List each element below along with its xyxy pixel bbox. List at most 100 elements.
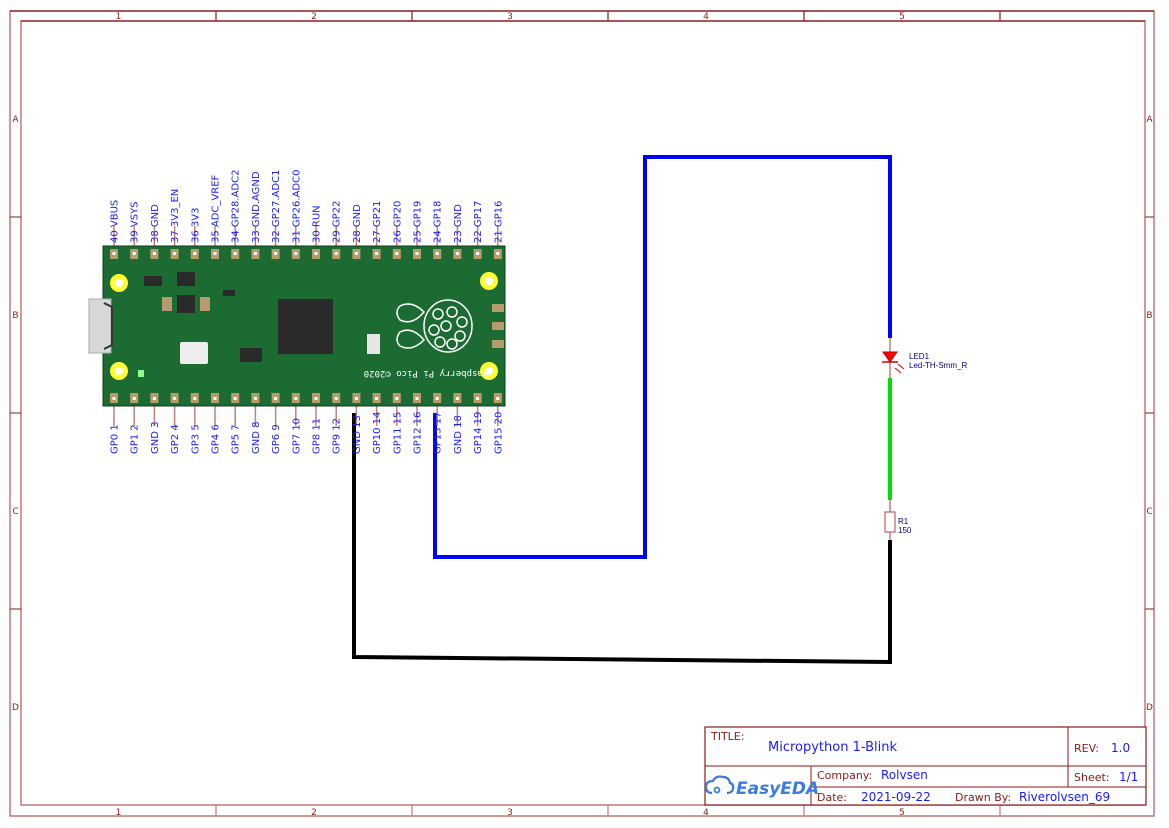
pin-label-top[interactable]: 30 RUN	[312, 205, 323, 243]
row-label-left: B	[12, 311, 18, 321]
row-label-right: D	[1146, 703, 1153, 713]
logo-text: EasyEDA	[736, 779, 819, 799]
row-label-left: A	[12, 115, 19, 125]
usb-connector	[88, 298, 112, 354]
pin-label-top[interactable]: 25 GP19	[413, 201, 424, 243]
pin-label-top[interactable]: 23 GND	[453, 204, 464, 243]
led-symbol-icon	[882, 351, 898, 363]
debug-pad	[492, 340, 504, 348]
pin-label-bottom[interactable]: GP4 6	[211, 424, 222, 454]
board-silkscreen: Raspberry Pi Pico ©2020	[364, 368, 489, 378]
pin-label-bottom[interactable]: GP15 20	[493, 412, 504, 454]
column-label-top: 1	[116, 12, 122, 22]
bootsel-button	[180, 342, 208, 364]
sheet-label: Sheet:	[1074, 771, 1110, 784]
easyeda-logo: EasyEDA	[704, 775, 819, 799]
title-label: TITLE:	[710, 730, 744, 743]
raspberry-logo-icon	[396, 299, 473, 353]
pin-label-top[interactable]: 31 GP26.ADC0	[291, 170, 302, 243]
led-designator: LED1	[909, 352, 930, 361]
pin-label-bottom[interactable]: GP11 15	[392, 412, 403, 454]
row-label-right: A	[1146, 115, 1153, 125]
pin-label-bottom[interactable]: GP14 19	[473, 412, 484, 454]
usb-shape-icon	[103, 302, 113, 350]
column-label-top: 4	[703, 12, 709, 22]
pin-label-top[interactable]: 29 GP22	[332, 201, 343, 243]
resistor-body-icon	[884, 511, 896, 533]
chip	[223, 290, 235, 296]
pin-label-top[interactable]: 39 VSYS	[130, 201, 141, 243]
pin-label-top[interactable]: 22 GP17	[473, 201, 484, 243]
debug-pad	[492, 304, 504, 312]
column-label-bottom: 4	[703, 808, 709, 818]
chip	[240, 348, 262, 362]
resistor-value: 150	[898, 526, 912, 535]
column-label-top: 3	[507, 12, 513, 22]
raspberry-pi-pico-board[interactable]: Raspberry Pi Pico ©2020 40 VBUS 39 VSYS 38…	[88, 170, 506, 454]
column-label-bottom: 2	[311, 808, 317, 818]
chip	[144, 276, 162, 286]
pin-label-bottom[interactable]: GND 3	[150, 422, 161, 454]
pin-label-bottom[interactable]: GP9 12	[332, 418, 343, 454]
pin-label-top[interactable]: 40 VBUS	[110, 200, 121, 243]
pin-label-bottom[interactable]: GP8 11	[312, 418, 323, 454]
wire-gnd[interactable]	[352, 413, 892, 665]
pin-label-top[interactable]: 21 GP16	[493, 201, 504, 243]
pin-label-bottom[interactable]: GP0 1	[110, 424, 121, 454]
date-label: Date:	[817, 791, 847, 804]
title-block: TITLE: Micropython 1-Blink REV: 1.0 Comp…	[704, 726, 1147, 806]
capacitor	[162, 297, 172, 311]
pin-label-bottom[interactable]: GP7 10	[291, 418, 302, 454]
pin-label-top[interactable]: 26 GP20	[392, 201, 403, 243]
pin-label-bottom[interactable]: GP1 2	[130, 424, 141, 454]
rp2040-chip	[278, 299, 333, 354]
pin-label-top[interactable]: 33 GND.AGND	[251, 171, 262, 243]
pin-label-top[interactable]: 28 GND	[352, 204, 363, 243]
pin-label-top[interactable]: 35 ADC_VREF	[211, 174, 222, 243]
column-label-bottom: 5	[899, 808, 905, 818]
row-label-right: C	[1146, 507, 1152, 517]
pin-label-bottom[interactable]: GP13 17	[433, 412, 444, 454]
chip	[177, 272, 195, 286]
pin-label-bottom[interactable]: GND 18	[453, 415, 464, 454]
led-arrow-icon	[894, 367, 902, 374]
pin-label-bottom[interactable]: GP10 14	[372, 412, 383, 454]
debug-pad	[492, 322, 504, 330]
date-value: 2021-09-22	[861, 790, 931, 804]
pin-label-top[interactable]: 38 GND	[150, 204, 161, 243]
pin-label-bottom[interactable]: GP12 16	[413, 412, 424, 454]
led-onboard	[138, 370, 144, 377]
column-label-bottom: 1	[116, 808, 122, 818]
pin-label-bottom[interactable]: GP5 7	[231, 424, 242, 454]
pin-label-top[interactable]: 37 3V3_EN	[170, 189, 181, 243]
pin-label-bottom[interactable]: GND 8	[251, 422, 262, 454]
pin-label-bottom[interactable]: GP3 5	[190, 424, 201, 454]
led-part: Led-TH-Smm_R	[909, 361, 967, 370]
pin-label-bottom[interactable]: GP2 4	[170, 424, 181, 454]
row-label-right: B	[1146, 311, 1152, 321]
pin-label-top[interactable]: 36 3V3	[190, 208, 201, 243]
inner-border	[20, 20, 1146, 806]
drawn-by-label: Drawn By:	[955, 791, 1011, 804]
pin-label-top[interactable]: 24 GP18	[433, 201, 444, 243]
pin-label-top[interactable]: 27 GP21	[372, 201, 383, 243]
r1-component[interactable]: R1 150	[884, 500, 912, 540]
wire-gp13-led[interactable]	[433, 155, 892, 559]
chip	[177, 295, 195, 313]
pin-label-top[interactable]: 34 GP28.ADC2	[231, 170, 242, 243]
drawn-by-value: Riverolvsen_69	[1019, 790, 1110, 804]
outer-border	[9, 10, 1155, 817]
pin-label-bottom[interactable]: GP6 9	[271, 424, 282, 454]
cloud-logo-icon	[704, 775, 735, 795]
column-label-top: 2	[311, 12, 317, 22]
column-label-bottom: 3	[507, 808, 513, 818]
company-label: Company:	[817, 769, 872, 782]
sheet-value: 1/1	[1119, 770, 1138, 784]
pin-label-bottom[interactable]: GND 13	[352, 415, 363, 454]
pin-label-top[interactable]: 32 GP27.ADC1	[271, 170, 282, 243]
drawing-title: Micropython 1-Blink	[768, 740, 897, 755]
rev-label: REV:	[1074, 742, 1099, 755]
led1-component[interactable]: LED1 Led-TH-Smm_R	[882, 338, 967, 378]
